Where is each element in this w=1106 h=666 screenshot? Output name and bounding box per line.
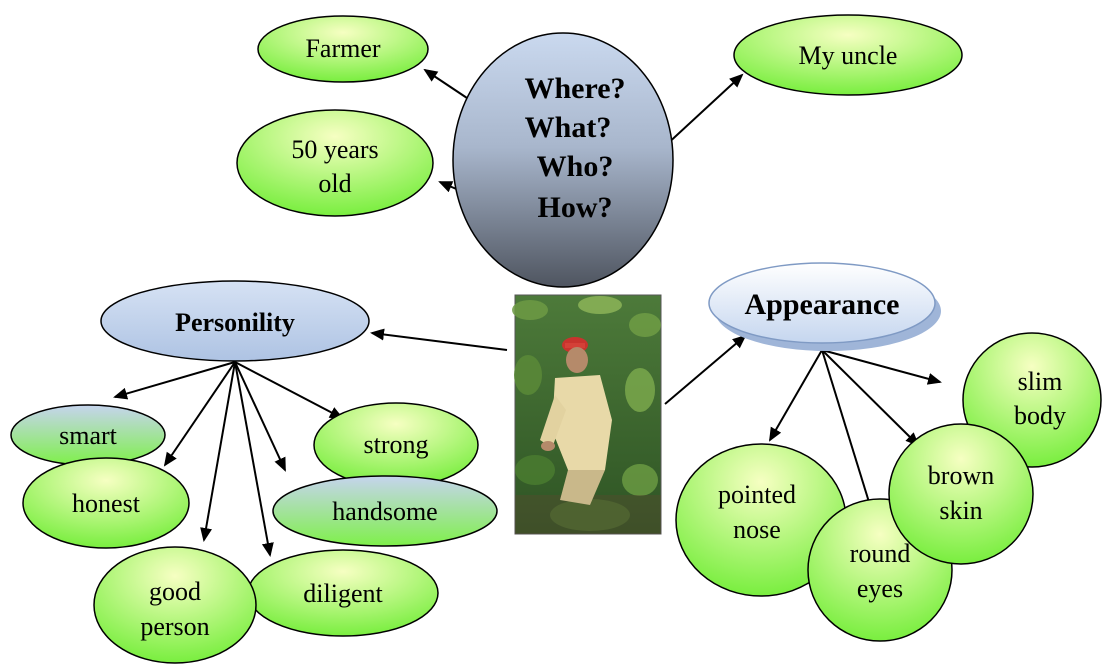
arrow-to-good-person — [200, 361, 236, 542]
node-handsome: handsome — [272, 475, 498, 547]
brown-skin-line-1: brown — [928, 461, 994, 490]
node-pointed-nose: pointed nose — [675, 443, 847, 597]
arrow-to-smart — [113, 361, 236, 400]
connector-arrows — [113, 68, 942, 557]
arrow-to-personality — [370, 328, 508, 351]
arrow-to-brown-skin — [821, 349, 920, 447]
node-my-uncle: My uncle — [733, 14, 963, 96]
question-where: Where? — [524, 72, 625, 105]
farmer-label: Farmer — [305, 34, 380, 63]
arrow-to-diligent — [234, 361, 274, 557]
node-good-person: good person — [93, 546, 257, 664]
foliage-texture — [512, 296, 661, 534]
age-line-1: 50 years — [291, 135, 378, 164]
round-eyes-line-1: round — [850, 539, 911, 568]
appearance-title: Appearance — [745, 288, 900, 321]
round-eyes-line-2: eyes — [857, 574, 903, 603]
slim-body-line-1: slim — [1018, 367, 1063, 396]
strong-label: strong — [364, 430, 429, 459]
farmer-photo — [512, 294, 662, 535]
slim-body-line-2: body — [1014, 401, 1066, 430]
node-personality: Personility — [100, 280, 370, 362]
question-who: Who? — [537, 150, 614, 183]
node-appearance: Appearance — [708, 262, 941, 351]
node-brown-skin: brown skin — [888, 423, 1034, 565]
handsome-label: handsome — [332, 497, 437, 526]
question-how: How? — [538, 191, 613, 224]
node-diligent: diligent — [247, 549, 439, 637]
age-line-2: old — [318, 169, 351, 198]
node-honest: honest — [22, 457, 190, 549]
node-strong: strong — [313, 402, 479, 488]
personality-title: Personility — [175, 308, 295, 337]
question-what: What? — [525, 111, 612, 144]
good-person-line-1: good — [149, 577, 201, 606]
good-person-line-2: person — [140, 612, 209, 641]
pointed-nose-line-2: nose — [733, 515, 781, 544]
node-age: 50 years old — [236, 109, 434, 217]
diligent-label: diligent — [303, 579, 383, 608]
farmer-figure — [540, 337, 612, 505]
arrow-to-round-eyes — [821, 349, 876, 517]
uncle-label: My uncle — [799, 41, 898, 70]
smart-label: smart — [59, 421, 118, 450]
arrow-to-slim-body — [821, 349, 942, 385]
center-questions-node: Where? What? Who? How? — [452, 32, 674, 288]
node-farmer: Farmer — [257, 15, 429, 83]
arrow-to-honest — [163, 361, 236, 467]
honest-label: honest — [72, 489, 141, 518]
brown-skin-line-2: skin — [939, 496, 982, 525]
arrow-to-pointed-nose — [768, 349, 823, 442]
node-smart: smart — [10, 404, 166, 466]
arrow-to-appearance — [664, 334, 747, 405]
arrow-to-handsome — [234, 361, 286, 472]
pointed-nose-line-1: pointed — [718, 480, 796, 509]
arrow-to-strong — [234, 361, 344, 419]
